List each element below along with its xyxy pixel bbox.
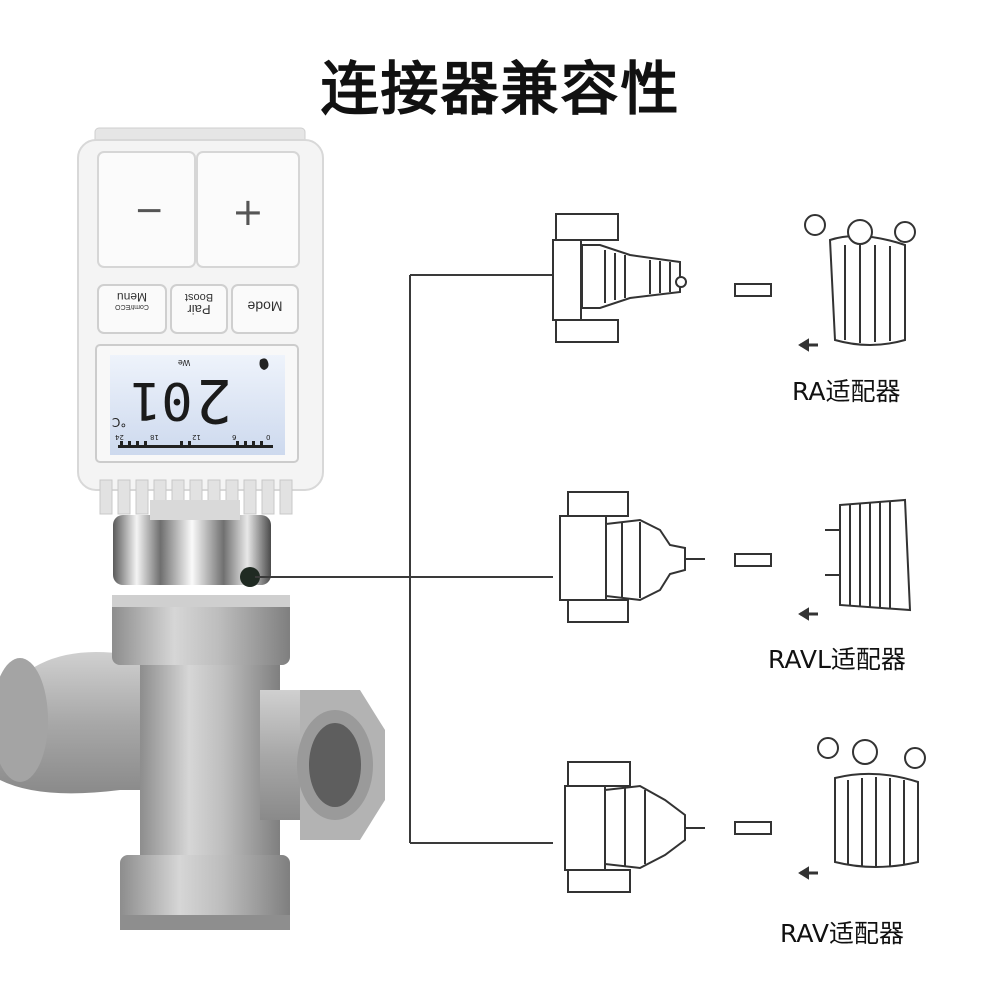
pair-label: Pair bbox=[187, 302, 211, 318]
thermostat-housing bbox=[77, 127, 324, 520]
minus-glyph: − bbox=[134, 190, 165, 231]
adapter-ra-drawing bbox=[798, 214, 916, 352]
lcd-tick-6: 6 bbox=[232, 433, 237, 441]
lcd-secondary-value: 01 bbox=[130, 370, 193, 430]
connector-dot bbox=[240, 567, 260, 587]
heating-icon bbox=[259, 358, 269, 370]
valve-body bbox=[0, 595, 385, 930]
page-title: 连接器兼容性 bbox=[320, 55, 681, 123]
plus-button[interactable] bbox=[196, 151, 300, 268]
menu-label: Menu bbox=[116, 289, 148, 304]
lcd-tick-12: 12 bbox=[192, 433, 201, 441]
mode-label-group: Mode bbox=[234, 298, 296, 315]
lcd-top-indicator: We bbox=[178, 358, 191, 367]
plus-glyph: + bbox=[232, 190, 264, 234]
pin-ravl bbox=[734, 553, 772, 567]
mode-button[interactable] bbox=[231, 284, 299, 334]
minus-button[interactable] bbox=[97, 151, 196, 268]
lcd-unit: °C bbox=[112, 415, 127, 429]
pin-ra bbox=[734, 283, 772, 297]
boost-pair-label-group: Pair Boost bbox=[172, 291, 226, 318]
pin-rav bbox=[734, 821, 772, 835]
adapter-ravl-drawing bbox=[798, 498, 912, 621]
menu-button[interactable] bbox=[97, 284, 167, 334]
chrome-ring bbox=[113, 515, 271, 585]
lcd-tick-24: 24 bbox=[115, 433, 124, 441]
adapter-rav-drawing bbox=[798, 737, 926, 880]
connection-lines bbox=[255, 274, 553, 844]
valve-drawing-rav bbox=[564, 761, 705, 893]
lcd-tick-0: 0 bbox=[266, 433, 271, 441]
adapter-label-ra: RA适配器 bbox=[792, 377, 901, 406]
menu-sub-label: Comf/ECO bbox=[115, 302, 149, 310]
boost-pair-button[interactable] bbox=[170, 284, 228, 334]
menu-label-group: Comf/ECO Menu bbox=[100, 290, 164, 310]
boost-label: Boost bbox=[184, 291, 214, 304]
lcd-tick-18: 18 bbox=[150, 433, 159, 441]
mode-label: Mode bbox=[247, 298, 283, 315]
lcd-timeline bbox=[118, 441, 273, 448]
lcd-main-value: 2 bbox=[196, 365, 233, 435]
valve-drawing-ra bbox=[552, 213, 687, 343]
lcd-screen bbox=[110, 355, 285, 455]
adapter-label-rav: RAV适配器 bbox=[780, 919, 904, 948]
adapter-label-ravl: RAVL适配器 bbox=[768, 645, 906, 674]
valve-drawing-ravl bbox=[559, 491, 705, 623]
